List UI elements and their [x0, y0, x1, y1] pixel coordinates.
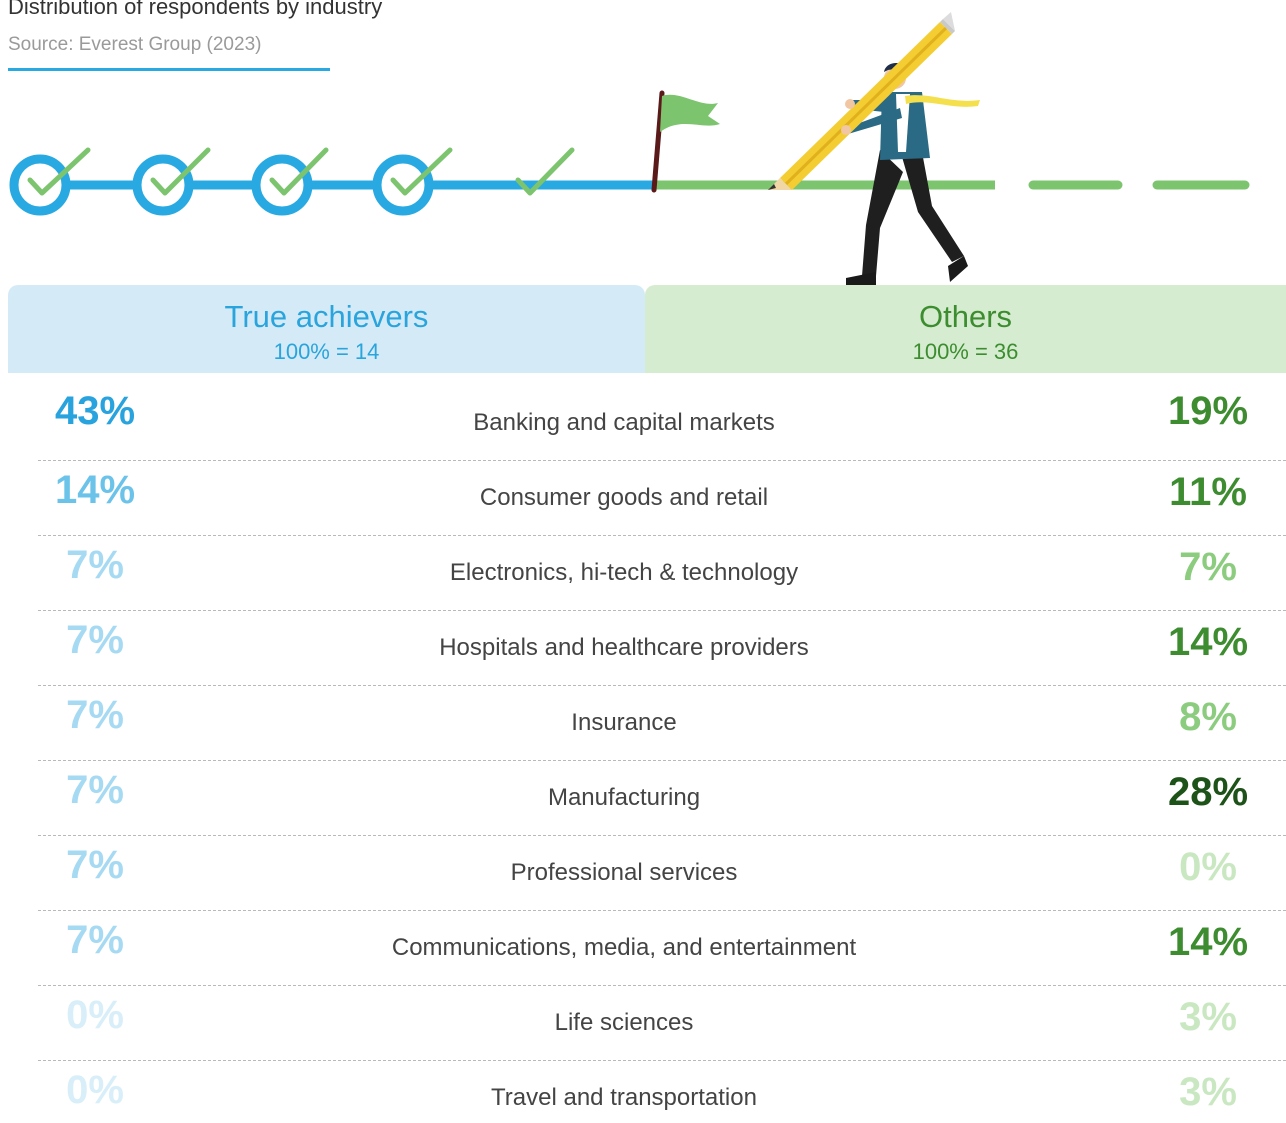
true-achievers-value: 0% — [66, 1068, 124, 1112]
others-value: 0% — [1179, 845, 1237, 889]
industry-label: Hospitals and healthcare providers — [439, 634, 809, 661]
table-row: 7% Insurance 8% — [0, 673, 1286, 761]
table-row: 14% Consumer goods and retail 11% — [0, 448, 1286, 536]
true-achievers-value: 7% — [66, 693, 124, 737]
row-divider — [38, 1060, 1286, 1061]
true-achievers-value: 7% — [66, 843, 124, 887]
industry-label: Life sciences — [554, 1009, 694, 1036]
true-achievers-value: 7% — [66, 618, 124, 662]
progress-illustration — [9, 12, 1250, 286]
check-circle-icon — [372, 147, 453, 216]
industry-label: Electronics, hi-tech & technology — [449, 559, 799, 586]
row-divider — [38, 910, 1286, 911]
industry-label: Travel and transportation — [491, 1084, 757, 1111]
industry-label: Manufacturing — [547, 784, 701, 811]
true-achievers-value: 7% — [66, 543, 124, 587]
true-achievers-header: True achievers 100% = 14 — [8, 285, 645, 373]
man-with-pencil-figure — [768, 12, 980, 286]
table-row: 0% Life sciences 3% — [0, 973, 1286, 1061]
industry-label: Professional services — [510, 859, 738, 886]
industry-label: Consumer goods and retail — [479, 484, 769, 511]
others-header: Others 100% = 36 — [645, 285, 1286, 373]
row-divider — [38, 835, 1286, 836]
check-circle-icon — [251, 147, 329, 216]
source-note: Source: Everest Group (2023) — [8, 34, 262, 55]
check-mark-icon — [515, 147, 575, 196]
check-circle-icon — [132, 147, 211, 216]
true-achievers-value: 7% — [66, 918, 124, 962]
true-achievers-value: 7% — [66, 768, 124, 812]
table-row: 7% Electronics, hi-tech & technology 7% — [0, 523, 1286, 611]
true-achievers-value: 0% — [66, 993, 124, 1037]
industry-label: Banking and capital markets — [473, 409, 775, 436]
table-row: 43% Banking and capital markets 19% — [0, 373, 1286, 461]
goal-flag-icon — [651, 90, 720, 193]
others-value: 28% — [1167, 770, 1249, 814]
check-circle-icon — [9, 147, 91, 216]
others-value: 8% — [1179, 695, 1237, 739]
true-achievers-value: 14% — [54, 468, 136, 512]
industry-table: 43% Banking and capital markets 19% 14% Cons… — [0, 373, 1286, 1121]
others-value: 19% — [1167, 389, 1249, 433]
industry-label: Communications, media, and entertainment — [391, 934, 857, 961]
row-divider — [38, 685, 1286, 686]
others-base: 100% = 36 — [912, 339, 1019, 364]
others-value: 3% — [1179, 995, 1237, 1039]
others-value: 11% — [1169, 470, 1247, 514]
table-row: 7% Communications, media, and entertainme… — [0, 898, 1286, 986]
row-divider — [38, 460, 1286, 461]
true-achievers-label: True achievers — [224, 299, 429, 334]
row-divider — [38, 760, 1286, 761]
row-divider — [38, 985, 1286, 986]
others-value: 7% — [1179, 545, 1237, 589]
others-value: 14% — [1167, 920, 1249, 964]
title: Distribution of respondents by industry — [8, 0, 383, 19]
true-achievers-value: 43% — [54, 389, 136, 433]
industry-label: Insurance — [571, 709, 677, 736]
others-value: 14% — [1167, 620, 1249, 664]
others-value: 3% — [1179, 1070, 1237, 1114]
others-label: Others — [918, 299, 1013, 334]
table-row: 0% Travel and transportation 3% — [0, 1048, 1286, 1123]
row-divider — [38, 535, 1286, 536]
title-underline — [8, 68, 330, 71]
table-row: 7% Hospitals and healthcare providers 14% — [0, 598, 1286, 686]
row-divider — [38, 610, 1286, 611]
table-row: 7% Manufacturing 28% — [0, 748, 1286, 836]
table-row: 7% Professional services 0% — [0, 823, 1286, 911]
true-achievers-base: 100% = 14 — [273, 339, 380, 364]
